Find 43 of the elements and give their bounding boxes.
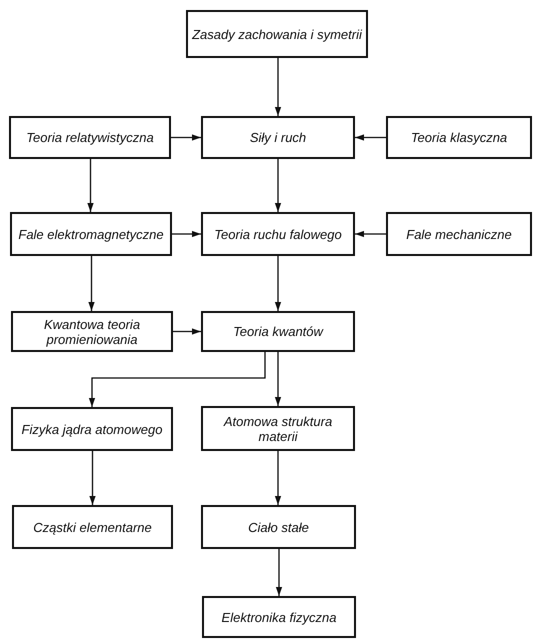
process-box [386,212,532,256]
arrow [274,159,282,212]
arrow [87,159,94,212]
box-label: Fale mechaniczne [406,226,512,242]
box-label: Atomowa struktura materii [222,414,334,444]
box-label: Zasady zachowania i symetrii [192,26,362,42]
arrow [274,451,282,505]
arrow [355,230,386,238]
process-box [201,505,356,549]
box-label: Siły i ruch [250,130,306,145]
box-label: Fale elektromagnetyczne [18,226,164,242]
process-box [201,212,355,256]
arrow [88,256,95,311]
process-box [11,407,173,451]
arrow [89,451,96,505]
box-label: Elektronika fizyczna [222,610,336,624]
process-box [11,311,173,352]
box-label: Teoria klasyczna [410,130,508,145]
process-box [386,116,532,159]
box-label: Cząstki elementarne [33,520,152,534]
arrow [274,256,282,311]
process-box [201,116,355,159]
box-label: Ciało stałe [248,520,309,534]
box-label: Fizyka jądra atomowego [22,422,162,436]
process-box [202,596,356,638]
process-box [9,116,171,159]
arrow [171,134,201,141]
process-box [201,311,355,352]
arrow [172,230,201,238]
process-box [12,505,173,549]
arrow [173,328,201,335]
arrow [274,58,282,116]
box-label: Teoria ruchu falowego [214,226,342,242]
box-label: Kwantowa teoria promieniowania [42,316,142,346]
arrow [274,352,282,406]
arrow [355,134,386,141]
process-box [201,406,355,451]
box-label: Teoria kwantów [233,324,323,339]
arrow [276,549,282,596]
process-box [186,10,368,58]
arrow [88,352,266,407]
process-box [10,212,172,256]
box-label: Teoria relatywistyczna [26,130,154,145]
